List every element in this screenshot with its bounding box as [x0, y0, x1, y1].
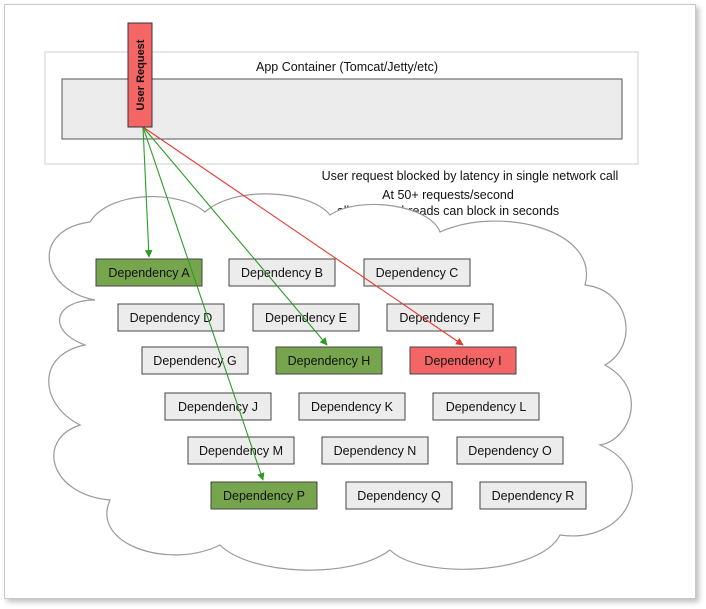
user-request-box [127, 22, 153, 128]
dependency-e: Dependency E [252, 303, 360, 332]
dependency-q: Dependency Q [345, 481, 453, 510]
request-arrow-to-dependency-i [142, 126, 464, 346]
dependency-b: Dependency B [228, 258, 336, 287]
app-container-title: App Container (Tomcat/Jetty/etc) [256, 60, 438, 74]
user-request-label: User Request [135, 39, 147, 110]
dependency-label: Dependency I [424, 354, 501, 368]
dependency-label: Dependency C [376, 266, 459, 280]
request-arrow-to-dependency-h [142, 126, 328, 346]
dependency-label: Dependency O [468, 444, 552, 458]
dependency-label: Dependency Q [357, 489, 441, 503]
dependency-h: Dependency H [275, 346, 383, 375]
dependency-label: Dependency J [178, 400, 258, 414]
dependency-a: Dependency A [95, 258, 203, 287]
dependency-label: Dependency L [446, 400, 527, 414]
dependency-p: Dependency P [210, 481, 318, 510]
dependency-label: Dependency M [199, 444, 283, 458]
dependency-o: Dependency O [456, 436, 564, 465]
dependency-label: Dependency N [334, 444, 417, 458]
dependency-label: Dependency R [492, 489, 575, 503]
dependency-label: Dependency H [288, 354, 371, 368]
dependency-label: Dependency B [241, 266, 323, 280]
dependency-g: Dependency G [141, 346, 249, 375]
dependency-l: Dependency L [432, 392, 540, 421]
dependency-i: Dependency I [409, 346, 517, 375]
dependency-f: Dependency F [386, 303, 494, 332]
dependency-k: Dependency K [298, 392, 406, 421]
dependency-c: Dependency C [363, 258, 471, 287]
dependency-j: Dependency J [164, 392, 272, 421]
dependency-label: Dependency G [153, 354, 236, 368]
dependency-label: Dependency F [399, 311, 481, 325]
note-line-2: At 50+ requests/second [382, 188, 514, 202]
dependency-n: Dependency N [321, 436, 429, 465]
dependency-d: Dependency D [117, 303, 225, 332]
dependency-r: Dependency R [479, 481, 587, 510]
request-arrow-to-dependency-a [142, 126, 153, 258]
dependency-label: Dependency E [265, 311, 347, 325]
network-cloud [48, 193, 633, 571]
dependency-m: Dependency M [187, 436, 295, 465]
request-arrow-to-dependency-p [142, 126, 265, 481]
dependency-label: Dependency P [223, 489, 305, 503]
dependency-label: Dependency K [311, 400, 394, 414]
dependency-grid: Dependency A Dependency B Dependency C D… [95, 258, 587, 510]
dependency-label: Dependency D [130, 311, 213, 325]
dependency-label: Dependency A [108, 266, 190, 280]
app-container-box [61, 78, 623, 140]
note-line-1: User request blocked by latency in singl… [322, 169, 619, 183]
